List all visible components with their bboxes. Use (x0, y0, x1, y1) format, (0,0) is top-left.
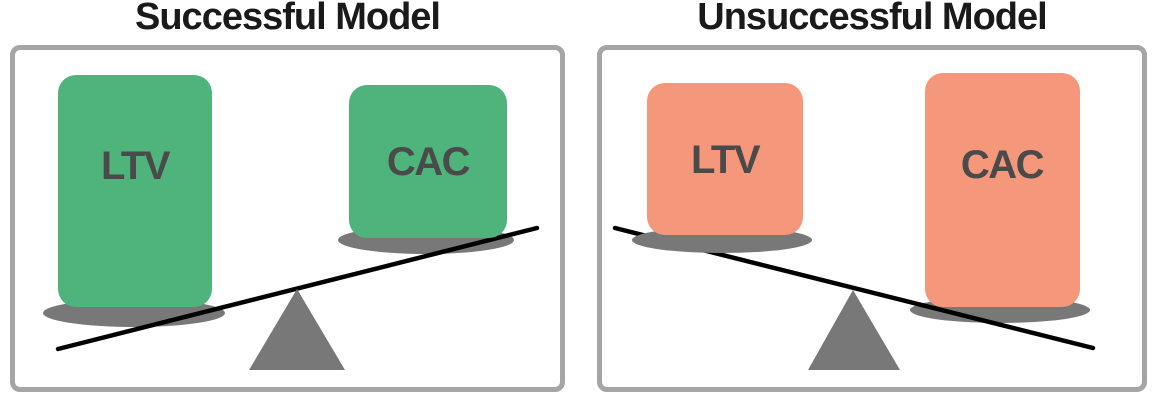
failure-panel: LTV CAC (597, 45, 1147, 392)
fulcrum-triangle (808, 290, 900, 370)
cac-label: CAC (961, 143, 1044, 187)
fulcrum-triangle (249, 289, 345, 370)
ltv-block (647, 83, 803, 235)
cac-block (925, 73, 1080, 307)
ltv-label: LTV (691, 138, 761, 182)
cac-block (349, 85, 507, 238)
success-seesaw-graphic: LTV CAC (43, 75, 540, 370)
ltv-block (58, 75, 212, 307)
seesaw-beam (55, 225, 540, 352)
cac-label: CAC (387, 140, 470, 184)
failure-seesaw-graphic: LTV CAC (612, 73, 1096, 370)
ltv-label: LTV (101, 144, 171, 188)
failure-panel-title: Unsuccessful Model (697, 0, 1047, 38)
success-panel: LTV CAC (10, 45, 565, 392)
success-panel-title: Successful Model (135, 0, 441, 38)
